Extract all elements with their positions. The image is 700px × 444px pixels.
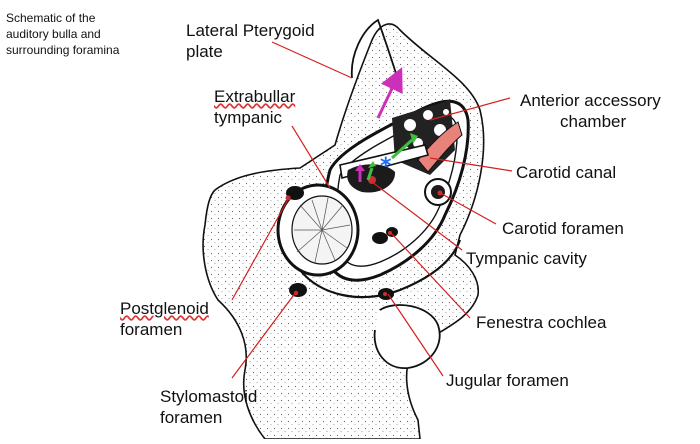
leader-carotid-foramen	[441, 193, 497, 225]
green-arrow-lower	[366, 167, 374, 181]
magenta-arrow-small-head	[355, 164, 365, 171]
blue-asterisk-marker: *	[380, 154, 392, 179]
condyle-outline	[373, 304, 441, 369]
label-extrabullar-line2: tympanic	[214, 108, 283, 127]
leader-anterior-accessory	[429, 97, 511, 121]
label-fenestra-cochlea: Fenestra cochlea	[476, 313, 607, 332]
label-stylomastoid-foramen: Stylomastoid foramen	[160, 386, 257, 428]
label-extrabullar-line1: Extrabullar	[214, 87, 296, 106]
label-stylomastoid-line1: Stylomastoid	[160, 387, 258, 406]
label-lateral-pterygoid-line2: plate	[186, 42, 223, 61]
arrows: *	[355, 67, 418, 182]
bulla-lower-contour	[299, 239, 462, 299]
label-carotid-canal: Carotid canal	[516, 163, 617, 182]
leader-lines	[231, 41, 513, 379]
caption-line-3: surrounding foramina	[6, 43, 120, 57]
green-arrow-upper-head	[410, 133, 418, 144]
leader-fenestra-cochlea	[391, 233, 471, 319]
label-lateral-pterygoid-line1: Lateral Pterygoid	[186, 21, 315, 40]
leader-carotid-canal	[429, 157, 513, 172]
leader-stylomastoid	[231, 291, 297, 379]
label-anterior-accessory-line2: chamber	[560, 112, 627, 131]
leader-tympanic-cavity	[371, 181, 463, 251]
leader-jugular	[387, 293, 444, 377]
magenta-arrow-large	[376, 67, 403, 119]
extrabullar-tympanic-ring	[276, 183, 360, 277]
label-anterior-accessory-chamber: Anterior accessory chamber	[520, 90, 661, 132]
label-extrabullar-tympanic: Extrabullar tympanic	[214, 86, 295, 128]
label-carotid-foramen: Carotid foramen	[502, 219, 624, 238]
label-anterior-accessory-line1: Anterior accessory	[520, 91, 661, 110]
leader-postglenoid	[231, 195, 291, 301]
caption-line-2: auditory bulla and	[6, 27, 101, 41]
foramina-holes	[285, 186, 398, 300]
label-postglenoid-line2: foramen	[120, 320, 183, 339]
label-stylomastoid-line2: foramen	[160, 408, 223, 427]
pterygoid-plate	[350, 18, 399, 81]
label-jugular-foramen: Jugular foramen	[446, 371, 569, 390]
label-postglenoid-foramen: Postglenoid foramen	[120, 298, 209, 340]
green-arrow-upper	[390, 138, 414, 160]
leader-extrabullar	[291, 125, 331, 189]
green-arrow-lower-head	[368, 161, 376, 168]
leader-lateral-pterygoid	[271, 41, 353, 79]
label-lateral-pterygoid: Lateral Pterygoid plate	[186, 20, 315, 62]
label-postglenoid-line1: Postglenoid	[120, 299, 209, 318]
carotid-canal-shape	[417, 121, 463, 173]
carotid-foramen-ring	[424, 178, 452, 206]
figure-caption: Schematic of the auditory bulla and surr…	[6, 10, 119, 58]
caption-line-1: Schematic of the	[6, 11, 96, 25]
label-tympanic-cavity: Tympanic cavity	[466, 249, 587, 268]
